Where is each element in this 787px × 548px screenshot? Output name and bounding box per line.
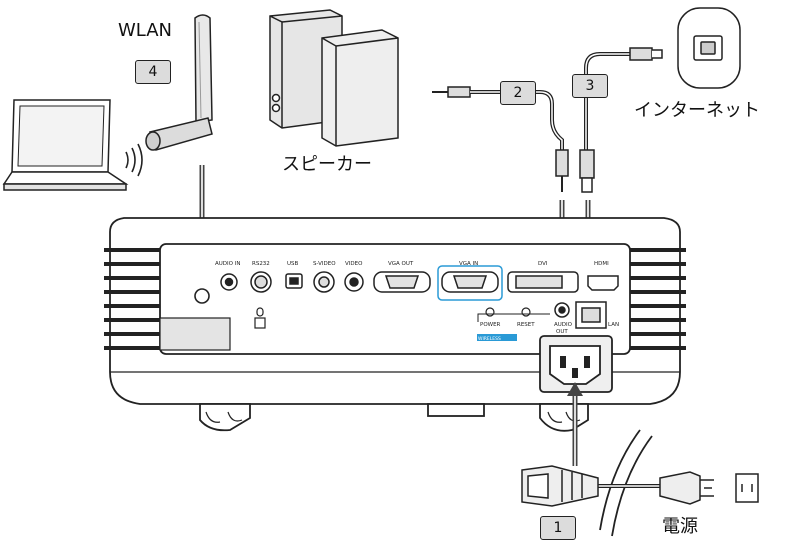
port-lan — [575, 301, 607, 329]
label-hdmi: HDMI — [594, 261, 609, 267]
power-label: 電源 — [662, 516, 698, 537]
label-usb: USB — [287, 261, 299, 267]
label-vga-out: VGA OUT — [388, 261, 414, 267]
label-audio-in: AUDIO IN — [215, 261, 240, 267]
wall-jack-icon — [677, 7, 741, 89]
label-dvi: DVI — [538, 261, 548, 267]
wlan-label: WLAN — [118, 20, 173, 41]
label-s-video: S-VIDEO — [313, 261, 336, 267]
port-vga-in — [441, 271, 499, 293]
port-dvi — [507, 271, 579, 293]
label-reset: RESET — [517, 322, 535, 328]
port-s-video — [313, 271, 335, 293]
speaker-label: スピーカー — [282, 154, 372, 175]
kensington-lock-icon — [254, 307, 266, 329]
label-rs232: RS232 — [252, 261, 270, 267]
badge-audio: 2 — [500, 81, 536, 105]
power-cord — [598, 429, 660, 537]
label-power: POWER — [480, 322, 501, 328]
badge-power: 1 — [540, 516, 576, 540]
laptop-icon — [2, 99, 129, 191]
power-plug-c13 — [521, 465, 599, 507]
vga-in-highlight — [437, 265, 503, 301]
label-wireless: WIRELESS — [478, 336, 501, 342]
wlan-antenna-icon — [145, 14, 213, 151]
port-audio-out — [554, 302, 570, 318]
wireless-bracket — [477, 313, 550, 322]
port-usb — [285, 273, 303, 289]
power-plug-wall — [659, 471, 714, 505]
wall-outlet-icon — [735, 473, 759, 503]
wireless-badge — [477, 334, 517, 341]
speaker-icon — [269, 9, 399, 147]
label-lan: LAN — [608, 322, 619, 328]
port-labels: AUDIO IN RS232 USB S-VIDEO VIDEO VGA OUT… — [215, 261, 619, 342]
power-arrow — [567, 382, 583, 466]
badge-lan: 3 — [572, 74, 608, 98]
port-audio-in — [220, 273, 238, 291]
port-vga-out — [373, 271, 431, 293]
port-video — [344, 272, 364, 292]
lan-cable — [579, 47, 663, 193]
label-vga-in: VGA IN — [459, 261, 478, 267]
internet-label: インターネット — [634, 100, 760, 121]
label-video: VIDEO — [345, 261, 363, 267]
label-audio-out-2: OUT — [556, 329, 568, 335]
badge-wlan: 4 — [135, 60, 171, 84]
audio-cable — [432, 86, 569, 192]
wifi-signal-icon — [125, 143, 143, 177]
label-audio-out-1: AUDIO — [554, 322, 573, 328]
reset-button — [521, 307, 531, 317]
port-wlan — [194, 288, 210, 304]
power-led — [485, 307, 495, 317]
port-rs232 — [250, 271, 272, 293]
power-inlet — [539, 335, 613, 393]
port-hdmi — [587, 275, 619, 291]
